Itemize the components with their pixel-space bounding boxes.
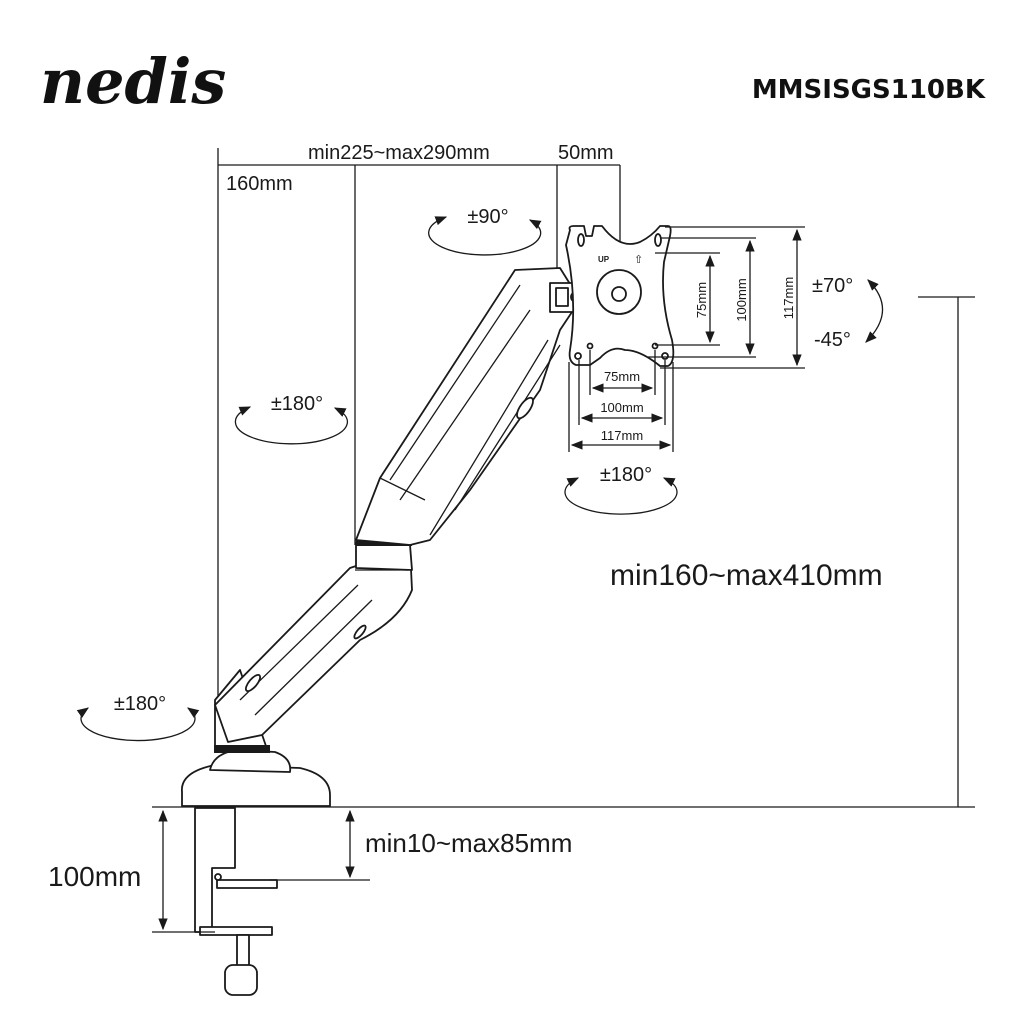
clamp-height-label: 100mm [48,861,141,892]
upper-arm [355,267,581,546]
up-label: UP [598,255,610,264]
up-arrow-icon: ⇧ [634,254,643,266]
height-range-label: min160~max410mm [610,559,883,592]
svg-text:-45°: -45° [814,329,851,351]
svg-text:100mm: 100mm [600,400,643,415]
svg-text:117mm: 117mm [601,428,643,443]
model-number: MMSISGS110BK [752,75,986,105]
desk-base [181,764,331,807]
svg-text:±70°: ±70° [812,275,853,297]
rotation-tilt: ±70° -45° [812,275,884,351]
height-dimension [152,296,975,808]
vesa-horizontal-dimensions: 75mm 100mm 117mm [568,350,674,452]
pole-offset-label: 160mm [226,173,293,195]
lower-arm [214,547,413,743]
vesa-plate: UP ⇧ [565,225,675,367]
monitor-arm [181,267,583,807]
rotation-screen: ±180° [564,464,678,515]
svg-text:±180°: ±180° [271,393,323,415]
desk-thickness-label: min10~max85mm [365,828,572,858]
head-offset-label: 50mm [558,142,614,164]
svg-text:75mm: 75mm [604,369,640,384]
svg-text:±90°: ±90° [467,206,508,228]
top-dimension-lines [217,148,621,700]
vesa-vertical-dimensions: 75mm 100mm 117mm [648,226,805,369]
svg-text:75mm: 75mm [694,282,709,318]
arm-extension-label: min225~max290mm [308,142,490,164]
svg-text:±180°: ±180° [600,464,652,486]
desk-clamp [152,807,370,996]
rotation-head-swivel: ±90° [428,206,542,256]
svg-text:117mm: 117mm [781,277,796,319]
rotation-arm-swivel: ±180° [234,393,349,445]
rotation-base-swivel: ±180° [76,693,200,742]
svg-text:100mm: 100mm [734,278,749,321]
svg-text:±180°: ±180° [114,693,166,715]
brand-logo: nedis [40,45,226,118]
